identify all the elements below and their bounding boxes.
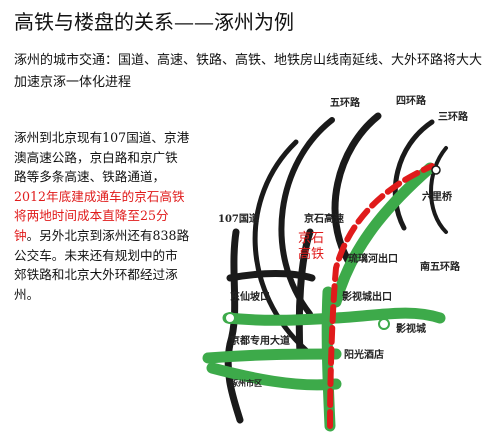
- body-paragraph: 涿州到北京现有107国道、京港澳高速公路，京白路和京广铁路等多条高速、铁路通道，…: [14, 128, 190, 304]
- label-sunshine-hotel: 阳光酒店: [344, 348, 384, 361]
- ring-road-inner: [429, 146, 448, 234]
- hsr-jingshi-line: [327, 163, 435, 429]
- transport-map-svg: 五环路 四环路 三环路 六里桥 107国道 京石高速 京石 高铁 琉璃河出口 南…: [202, 94, 469, 432]
- road-107-guodao: [224, 228, 244, 424]
- label-jingshi-hsr-2: 高铁: [298, 246, 324, 262]
- ring-road-3: [392, 119, 435, 231]
- road-jingshi-highway: [295, 228, 314, 358]
- label-ring4: 四环路: [396, 94, 427, 107]
- station-node-west: [224, 312, 236, 324]
- body-text-part1: 涿州到北京现有107国道、京港澳高速公路，京白路和京广铁路等多条高速、铁路通道，: [14, 130, 190, 185]
- green-road-north-east: [330, 162, 436, 308]
- station-node-north: [431, 165, 441, 175]
- body-text-part3: 。另外北京到涿州还有838路公交车。未来还有规划中的市郊铁路和北京大外环都经过涿…: [14, 227, 190, 302]
- ring-road-4: [331, 112, 382, 268]
- green-road-east-west: [222, 307, 446, 326]
- page-subtitle: 涿州的城市交通：国道、高速、铁路、高铁、地铁房山线南延线、大外环路将大大加速京涿…: [14, 53, 483, 90]
- label-jingshi-hsr-1: 京石: [298, 231, 324, 246]
- label-liulihe-exit: 琉璃河出口: [348, 252, 398, 265]
- label-zhuozhou-city: 涿州市区: [230, 378, 262, 388]
- station-node-east: [378, 318, 390, 330]
- label-jingshi-highway: 京石高速: [304, 212, 344, 225]
- page-title: 高铁与楼盘的关系——涿州为例: [14, 10, 294, 34]
- label-guodao107: 107国道: [218, 212, 259, 225]
- label-ring3: 三环路: [438, 110, 469, 123]
- green-road-lower: [206, 362, 342, 391]
- label-jingdu-road: 京都专用大道: [230, 334, 290, 347]
- label-liulibridge: 六里桥: [422, 190, 453, 203]
- label-south-ring5: 南五环路: [420, 260, 461, 273]
- label-film-city: 影视城: [396, 322, 426, 335]
- transport-map: 五环路 四环路 三环路 六里桥 107国道 京石高速 京石 高铁 琉璃河出口 南…: [200, 82, 500, 446]
- green-road-south: [202, 348, 342, 364]
- ring-road-outer: [252, 139, 309, 353]
- ring-road-5: [278, 117, 335, 317]
- label-dongxian-exit: 东仙坡口: [230, 290, 270, 303]
- road-connector-north: [226, 270, 316, 282]
- body-text-highlight: 2012年底建成通车的京石高铁将两地时间成本直降至25分钟: [14, 188, 185, 243]
- label-ring5: 五环路: [330, 96, 361, 109]
- label-film-exit: 影视城出口: [342, 290, 392, 303]
